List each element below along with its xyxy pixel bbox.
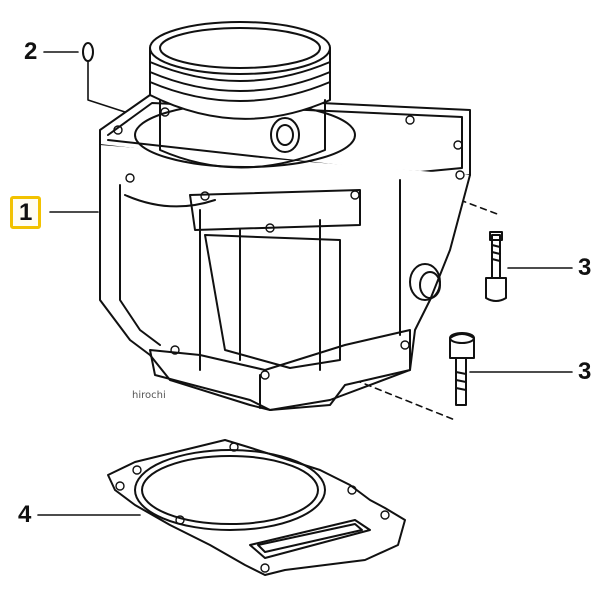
watermark-text: hirochi [132,390,166,401]
circlip-part [82,42,94,62]
gasket-part [107,439,406,576]
piston [149,21,331,169]
callout-2: 2 [24,38,38,65]
bolt-upper [485,231,507,302]
bolt-lower [449,332,475,406]
leader-lines [37,51,573,516]
cylinder-part [99,94,471,411]
callout-3-upper: 3 [578,254,592,281]
callout-4: 4 [18,501,32,528]
callout-1-highlighted: 1 [10,196,42,229]
callout-3-lower: 3 [578,358,592,385]
